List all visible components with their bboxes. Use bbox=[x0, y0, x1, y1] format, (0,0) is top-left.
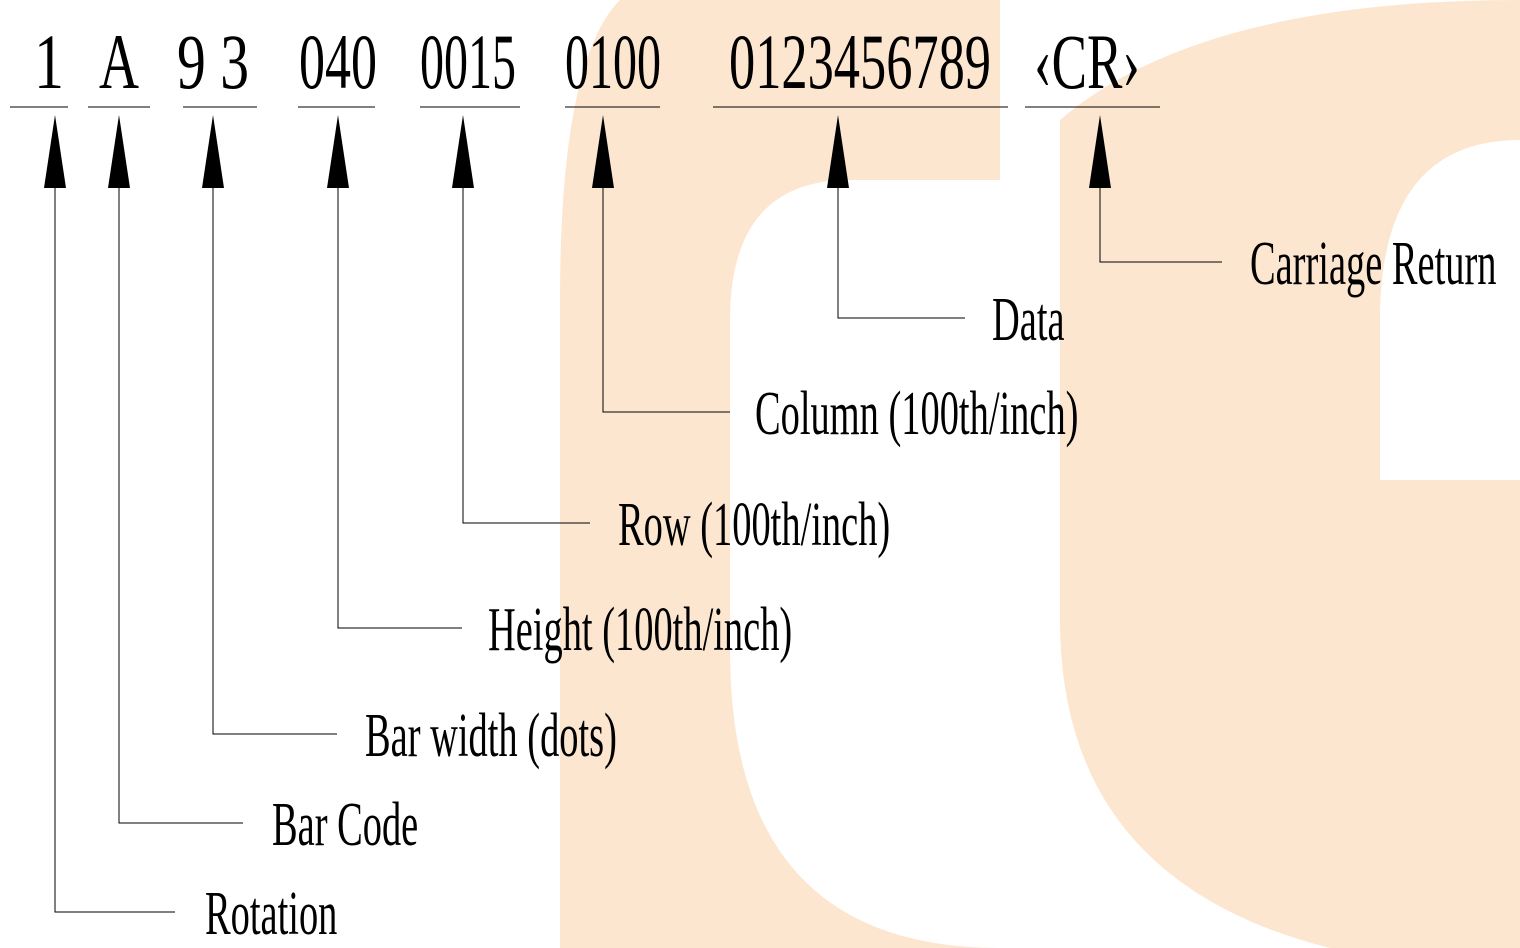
segment-3-text: 040 bbox=[299, 18, 377, 105]
field-label-7: Carriage Return bbox=[1250, 230, 1497, 299]
field-label-2: Bar width (dots) bbox=[365, 702, 617, 771]
segment-5-arrowhead bbox=[592, 115, 614, 188]
segment-3-leader-line bbox=[337, 188, 462, 629]
field-label-6: Data bbox=[992, 286, 1065, 355]
segment-4-text: 0015 bbox=[420, 18, 516, 105]
segment-6-leader-line bbox=[837, 188, 965, 319]
segment-1-arrowhead bbox=[108, 115, 130, 188]
field-label-1: Bar Code bbox=[272, 791, 418, 860]
segment-1-leader-line bbox=[118, 188, 243, 824]
segment-4-leader-line bbox=[462, 188, 590, 524]
segment-4-arrowhead bbox=[452, 115, 474, 188]
segment-5-leader-line bbox=[602, 188, 730, 413]
field-labels: Rotation Bar Code Bar width (dots) Height (… bbox=[205, 230, 1497, 948]
field-label-0: Rotation bbox=[205, 880, 338, 948]
segment-7-text: ‹CR› bbox=[1034, 18, 1140, 105]
segment-2-arrowhead bbox=[202, 115, 224, 188]
watermark-right-letter bbox=[1060, 0, 1520, 948]
segment-0-leader-line bbox=[54, 188, 175, 913]
segment-7-arrowhead bbox=[1089, 115, 1111, 188]
field-label-5: Column (100th/inch) bbox=[755, 380, 1078, 449]
segment-6-arrowhead bbox=[827, 115, 849, 188]
segment-0-text: 1 bbox=[34, 18, 64, 105]
field-label-4: Row (100th/inch) bbox=[618, 491, 890, 560]
segment-7-leader-line bbox=[1099, 188, 1222, 263]
connector-lines bbox=[44, 115, 1222, 913]
segment-5-text: 0100 bbox=[565, 18, 661, 105]
segment-0-arrowhead bbox=[44, 115, 66, 188]
watermark-left-letter bbox=[560, 0, 1000, 948]
orange-letter-watermark bbox=[560, 0, 1520, 948]
segment-3-arrowhead bbox=[327, 115, 349, 188]
segment-2-leader-line bbox=[212, 188, 337, 735]
field-label-3: Height (100th/inch) bbox=[488, 596, 792, 665]
segment-6-text: 0123456789 bbox=[729, 18, 991, 105]
segment-1-text: A bbox=[99, 18, 139, 105]
segment-2-text: 9 3 bbox=[177, 18, 249, 105]
